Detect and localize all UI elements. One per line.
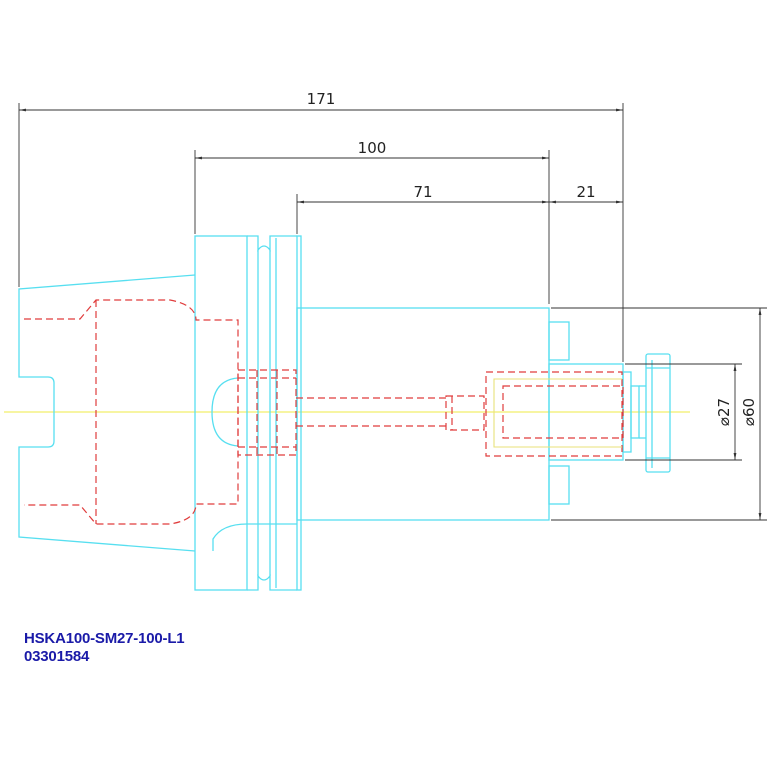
flange xyxy=(194,235,248,591)
dim-d60-label: ⌀60 xyxy=(740,398,758,426)
nut-outer xyxy=(645,353,671,473)
model-name: HSKA100-SM27-100-L1 xyxy=(24,630,185,647)
dim-d27-label: ⌀27 xyxy=(715,398,733,426)
tool-holder-outline xyxy=(18,235,671,591)
dim-21-label: 21 xyxy=(576,183,595,201)
hsk-taper-shank xyxy=(18,274,196,552)
dim-171-label: 171 xyxy=(307,90,336,108)
key-notch xyxy=(212,523,297,551)
part-caption: HSKA100-SM27-100-L1 03301584 xyxy=(24,630,185,666)
dim-100-label: 100 xyxy=(358,139,387,157)
inner-bore-lines xyxy=(493,378,622,448)
dim-71-label: 71 xyxy=(413,183,432,201)
clamp-block-top xyxy=(548,321,570,361)
clamp-block-bottom xyxy=(548,465,570,505)
main-body xyxy=(296,307,550,521)
hidden-lines xyxy=(24,299,624,525)
v-groove-bottom xyxy=(247,574,297,591)
coolant-chamber xyxy=(237,369,297,456)
part-number: 03301584 xyxy=(24,648,90,665)
nut-head xyxy=(630,385,640,439)
stop-screw xyxy=(445,395,485,431)
dimension-lines xyxy=(18,103,767,521)
front-bore-inner xyxy=(502,385,624,439)
front-bore xyxy=(485,371,623,457)
drive-slot xyxy=(211,377,239,447)
v-groove-top xyxy=(247,235,297,252)
